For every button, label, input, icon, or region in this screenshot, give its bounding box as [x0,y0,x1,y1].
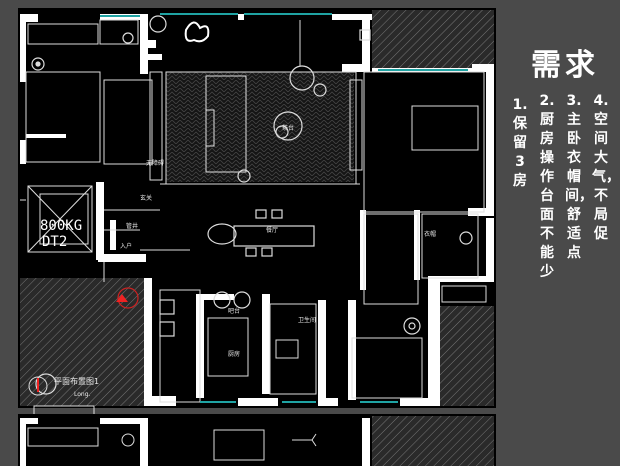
hatch-area-right-top [372,10,494,70]
second-sheet-lines [27,427,317,461]
requirement-4-text: 空间大气，不局促 [592,112,620,242]
requirements-title: 需求 [531,48,599,83]
room-label-lounge: 茶台 [282,124,294,132]
room-label-dining: 餐厅 [266,226,278,234]
requirement-2-text: 厨房操作台面不能少 [540,112,554,280]
furniture [31,15,473,395]
requirement-item-3: 3. 主卧衣帽间，舒适点 [565,92,593,263]
requirement-1-number: 1. [512,97,528,113]
requirement-1-text: 保留3房 [513,116,527,189]
room-label-foyer: 入户 [120,242,132,250]
room-label-bath: 卫生间 [298,316,316,324]
room-label-sink: 吧台 [228,307,240,315]
requirement-3-text: 主卧衣帽间，舒适点 [565,112,593,261]
plant-icon [184,21,210,43]
room-label-kitchen: 厨房 [228,350,240,358]
interior-lines [20,19,487,427]
requirement-4-number: 4. [593,93,609,109]
room-label-stair: 无障碍 [146,159,164,167]
room-label-entry: 玄关 [140,194,152,202]
hatch-area-right-bottom [432,306,494,406]
legend-title: 平面布置图1 [54,376,99,386]
second-sheet-hatch [372,416,494,466]
red-north-arrow-icon [116,294,128,302]
requirements-panel: 需求 1. 保留3房 2. 厨房操作台面不能少 3. 主卧衣帽间，舒适点 4. … [505,36,620,376]
requirement-item-1: 1. 保留3房 [511,96,529,191]
requirement-3-number: 3. [566,93,582,109]
elevator-id: DT2 [42,234,67,250]
accent-lines [100,13,468,403]
requirement-2-number: 2. [539,93,555,109]
second-sheet-walls [20,418,370,466]
legend-subtitle: Long. [74,391,91,398]
room-label-wardrobe: 衣帽 [424,230,436,238]
elevator-capacity: 800KG [40,218,82,234]
herringbone-floor [166,72,354,182]
requirement-item-2: 2. 厨房操作台面不能少 [538,92,556,282]
floor-plan: 800KG DT2 无障碍 玄关 入户 餐厅 厨房 吧台 卫生间 衣帽 茶台 管… [18,8,496,466]
requirement-item-4: 4. 空间大气，不局促 [592,92,620,244]
room-label-shaft: 管井 [126,222,138,230]
compass-icon [28,376,48,396]
